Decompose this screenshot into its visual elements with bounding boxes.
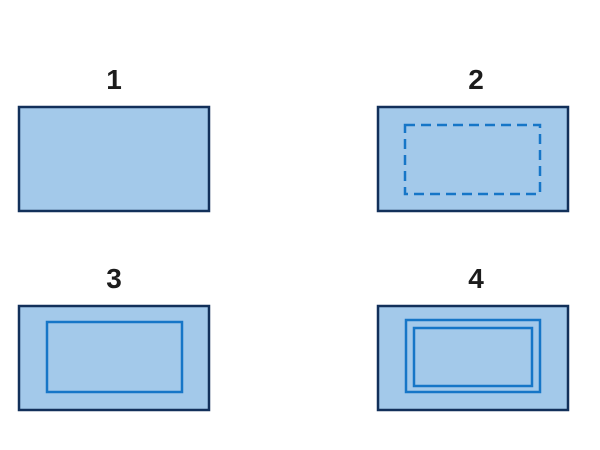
variant-4-inner-rect-outer-line: [404, 318, 542, 394]
variant-1-box: [17, 105, 211, 213]
variant-2-label: 2: [468, 64, 484, 95]
variant-3-inner-rect: [45, 320, 184, 394]
variant-3-label: 3: [106, 263, 122, 294]
variant-1-outer-rect: [17, 105, 211, 213]
variant-4-box: [376, 304, 570, 412]
variant-1-label: 1: [106, 64, 122, 95]
variant-4-label: 4: [468, 263, 484, 294]
variant-2-dashed-inner-rect: [403, 123, 542, 196]
variant-2-box: [376, 105, 570, 213]
variant-4-inner-rect-inner-line: [412, 326, 534, 388]
variant-3-box: [17, 304, 211, 412]
